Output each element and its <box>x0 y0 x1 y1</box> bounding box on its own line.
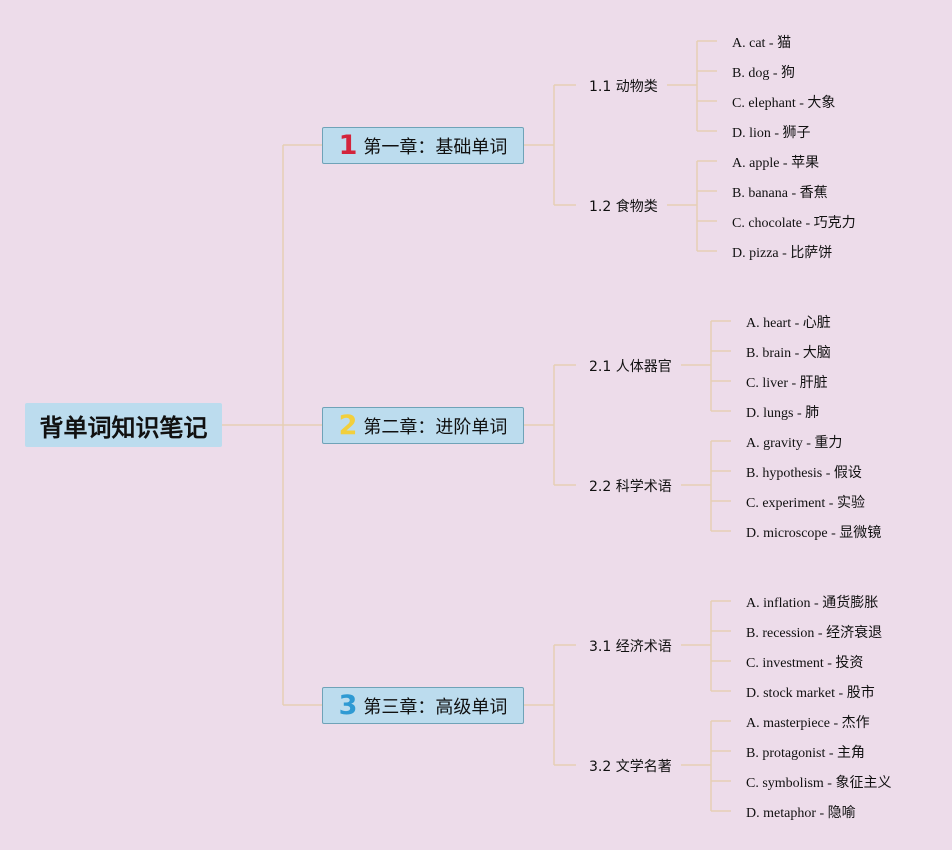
vocab-item[interactable]: A. inflation - 通货膨胀 <box>746 596 879 611</box>
root-label: 背单词知识笔记 <box>39 413 208 442</box>
vocab-item[interactable]: D. stock market - 股市 <box>746 686 875 701</box>
chapter-label: 第三章：高级单词 <box>363 696 508 718</box>
vocab-item[interactable]: C. symbolism - 象征主义 <box>746 776 892 791</box>
vocab-item[interactable]: B. recession - 经济衰退 <box>746 626 883 641</box>
root-node[interactable]: 背单词知识笔记 <box>25 403 222 447</box>
vocab-item[interactable]: A. cat - 猫 <box>732 36 792 51</box>
vocab-item[interactable]: C. elephant - 大象 <box>732 96 836 111</box>
vocab-item[interactable]: D. lungs - 肺 <box>746 406 820 421</box>
vocab-item[interactable]: B. banana - 香蕉 <box>732 186 828 201</box>
vocab-item[interactable]: D. metaphor - 隐喻 <box>746 806 856 821</box>
section-node[interactable]: 1.1 动物类 <box>589 79 658 95</box>
section-node[interactable]: 2.2 科学术语 <box>589 479 672 495</box>
vocab-item[interactable]: A. gravity - 重力 <box>746 436 843 451</box>
vocab-item[interactable]: B. brain - 大脑 <box>746 346 831 361</box>
vocab-item[interactable]: A. heart - 心脏 <box>746 316 831 331</box>
vocab-item[interactable]: C. chocolate - 巧克力 <box>732 216 856 231</box>
chapter-number-icon: 1 <box>338 130 358 161</box>
section-node[interactable]: 3.2 文学名著 <box>589 759 672 775</box>
section-node[interactable]: 1.2 食物类 <box>589 199 658 215</box>
chapter-number-icon: 2 <box>338 410 358 441</box>
vocab-item[interactable]: B. protagonist - 主角 <box>746 746 865 761</box>
vocab-item[interactable]: D. microscope - 显微镜 <box>746 526 882 541</box>
chapter-number-icon: 3 <box>338 690 358 721</box>
vocab-item[interactable]: A. apple - 苹果 <box>732 156 820 171</box>
vocab-item[interactable]: B. dog - 狗 <box>732 66 795 81</box>
vocab-item[interactable]: D. lion - 狮子 <box>732 126 811 141</box>
section-node[interactable]: 2.1 人体器官 <box>589 359 672 375</box>
section-node[interactable]: 3.1 经济术语 <box>589 639 672 655</box>
vocab-item[interactable]: C. experiment - 实验 <box>746 496 865 511</box>
vocab-item[interactable]: B. hypothesis - 假设 <box>746 466 862 481</box>
vocab-item[interactable]: C. investment - 投资 <box>746 656 864 671</box>
vocab-item[interactable]: C. liver - 肝脏 <box>746 376 828 391</box>
chapter-label: 第一章：基础单词 <box>363 136 508 158</box>
vocab-item[interactable]: A. masterpiece - 杰作 <box>746 716 870 731</box>
chapter-label: 第二章：进阶单词 <box>363 416 508 438</box>
vocab-item[interactable]: D. pizza - 比萨饼 <box>732 246 833 261</box>
